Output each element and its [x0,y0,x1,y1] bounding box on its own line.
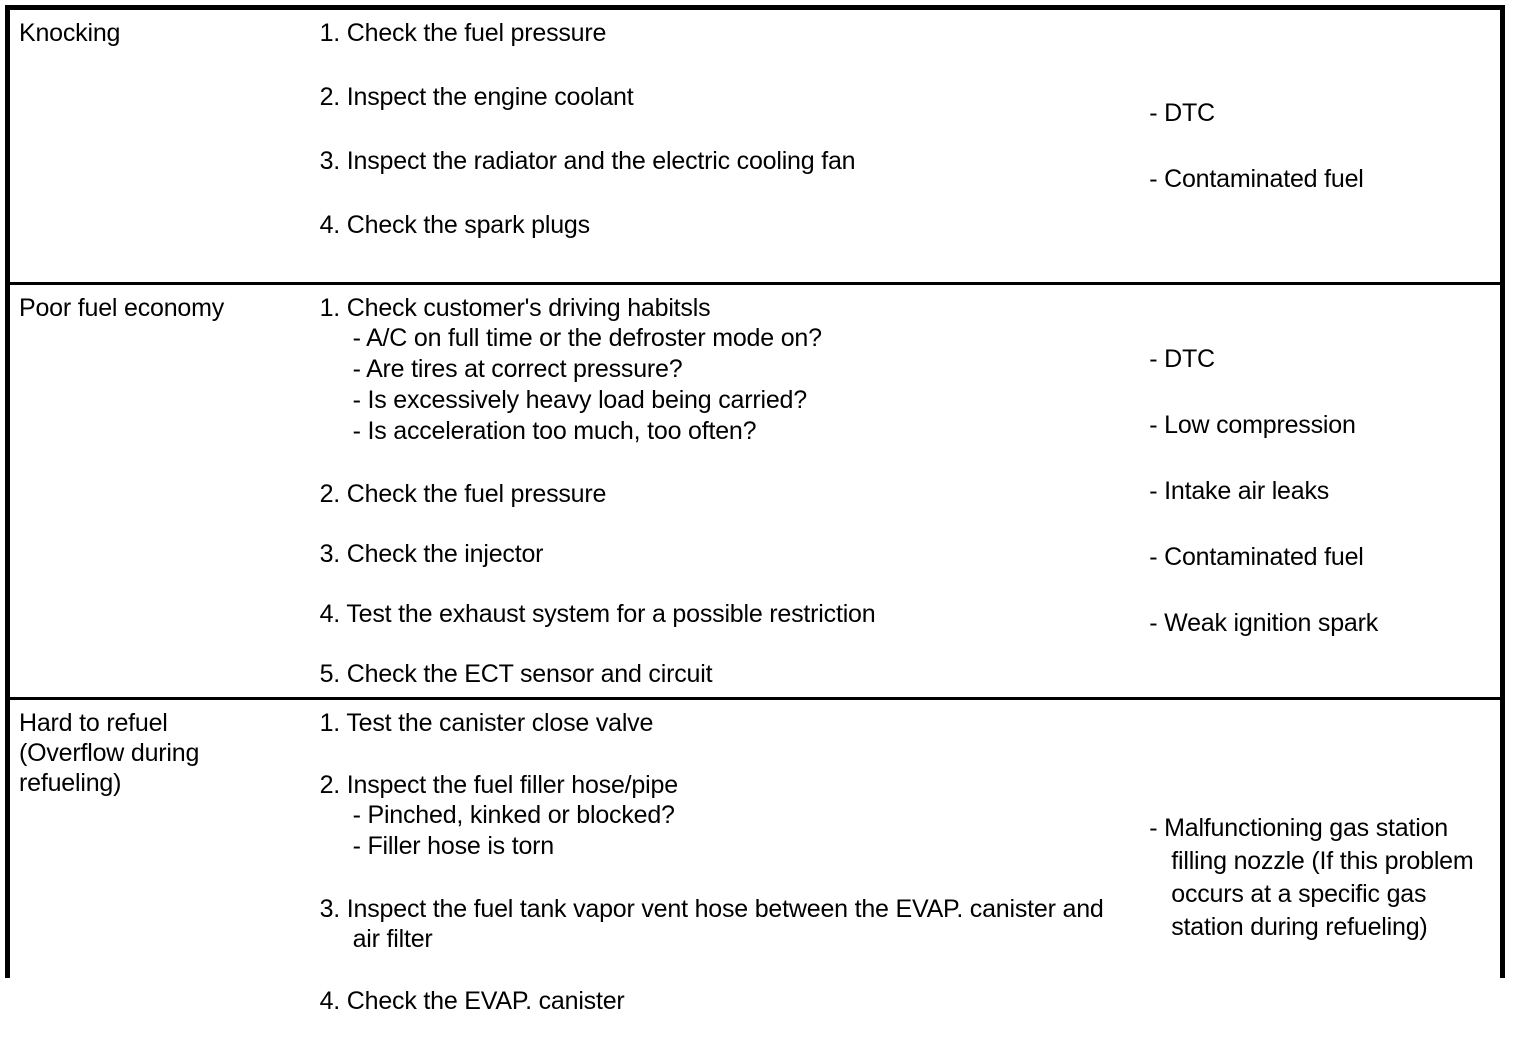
action-substep: - Is acceleration too much, too often? [353,416,1128,447]
troubleshooting-table: Knocking 1. Check the fuel pressure 2. I… [5,5,1505,978]
actions-cell: 1. Check the fuel pressure 2. Inspect th… [311,10,1138,284]
causes-inner: - DTC - Low compression - Intake air lea… [1137,285,1500,697]
symptom-cell: Knocking [10,10,311,284]
actions-inner: 1. Check the fuel pressure 2. Inspect th… [311,10,1138,282]
actions-inner: 1. Test the canister close valve 2. Insp… [311,700,1138,1056]
action-step: 1. Check customer's driving habitsls [320,293,1128,323]
symptom-inner: Knocking [10,10,311,282]
causes-inner: - Malfunctioning gas station filling noz… [1137,700,1500,1056]
symptom-label: Poor fuel economy [19,293,301,323]
action-substep: - Filler hose is torn [353,831,1128,862]
table-row: Hard to refuel (Overflow during refuelin… [10,699,1500,1056]
action-substep: - Is excessively heavy load being carrie… [353,385,1128,416]
table: Knocking 1. Check the fuel pressure 2. I… [10,10,1500,1056]
cause-item: - DTC [1149,98,1490,128]
action-step: 4. Check the spark plugs [320,210,1128,240]
actions-cell: 1. Test the canister close valve 2. Insp… [311,699,1138,1056]
action-substep: - A/C on full time or the defroster mode… [353,323,1128,354]
action-step: 1. Check the fuel pressure [320,18,1128,48]
action-step: 2. Inspect the engine coolant [320,82,1128,112]
symptom-label: Knocking [19,18,301,48]
action-group: 1. Check customer's driving habitsls - A… [320,293,1128,447]
action-step: 5. Check the ECT sensor and circuit [320,659,1128,689]
causes-cell: - Malfunctioning gas station filling noz… [1137,699,1500,1056]
cause-item: - Contaminated fuel [1149,164,1490,194]
action-step: 3. Inspect the radiator and the electric… [320,146,1128,176]
symptom-label: Hard to refuel (Overflow during refuelin… [19,708,301,798]
causes-cell: - DTC - Low compression - Intake air lea… [1137,284,1500,699]
action-step: 2. Check the fuel pressure [320,479,1128,509]
symptom-inner: Poor fuel economy [10,285,311,697]
action-step: 3. Inspect the fuel tank vapor vent hose… [320,894,1128,954]
table-row: Knocking 1. Check the fuel pressure 2. I… [10,10,1500,284]
action-substep: - Pinched, kinked or blocked? [353,800,1128,831]
cause-item: - Low compression [1149,410,1490,440]
causes-inner: - DTC - Contaminated fuel [1137,10,1500,282]
action-substep: - Are tires at correct pressure? [353,354,1128,385]
action-step: 1. Test the canister close valve [320,708,1128,738]
cause-item: - Weak ignition spark [1149,608,1490,638]
cause-item: - Intake air leaks [1149,476,1490,506]
action-step: 4. Check the EVAP. canister [320,986,1128,1016]
causes-cell: - DTC - Contaminated fuel [1137,10,1500,284]
actions-inner: 1. Check customer's driving habitsls - A… [311,285,1138,697]
page-canvas: Knocking 1. Check the fuel pressure 2. I… [0,0,1520,988]
action-group: 2. Inspect the fuel filler hose/pipe - P… [320,770,1128,862]
action-step: 4. Test the exhaust system for a possibl… [320,599,1128,629]
actions-cell: 1. Check customer's driving habitsls - A… [311,284,1138,699]
cause-item: - DTC [1149,344,1490,374]
cause-item: - Malfunctioning gas station filling noz… [1149,812,1490,944]
table-row: Poor fuel economy 1. Check customer's dr… [10,284,1500,699]
action-step: 3. Check the injector [320,539,1128,569]
symptom-inner: Hard to refuel (Overflow during refuelin… [10,700,311,1056]
symptom-cell: Poor fuel economy [10,284,311,699]
cause-item: - Contaminated fuel [1149,542,1490,572]
action-step: 2. Inspect the fuel filler hose/pipe [320,770,1128,800]
symptom-cell: Hard to refuel (Overflow during refuelin… [10,699,311,1056]
